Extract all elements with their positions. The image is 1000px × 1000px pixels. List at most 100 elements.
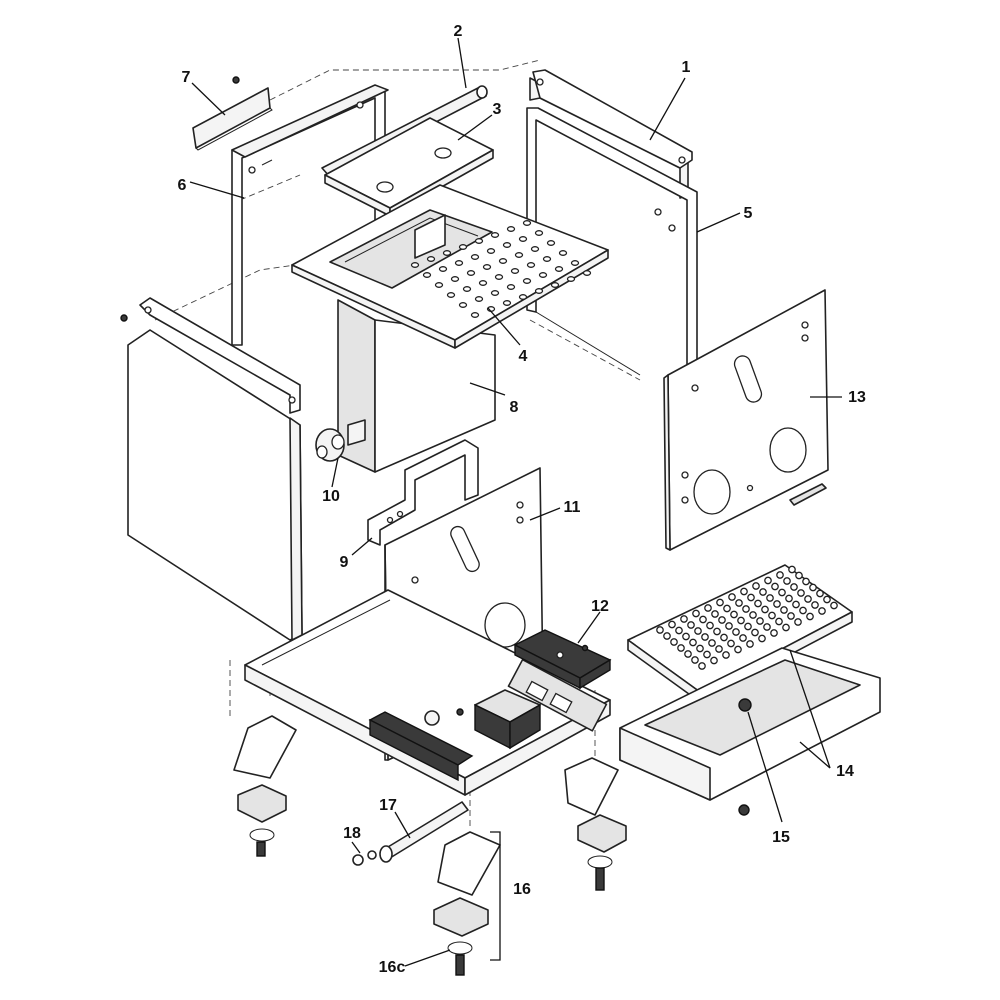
plate-hole bbox=[470, 312, 480, 318]
callout-11: 11 bbox=[564, 499, 581, 516]
grid-hole bbox=[727, 639, 735, 648]
plate-hole bbox=[558, 250, 568, 256]
grid-hole bbox=[698, 662, 706, 670]
grid-hole bbox=[696, 644, 704, 653]
plate-hole bbox=[466, 270, 476, 276]
grid-hole bbox=[703, 650, 711, 659]
grid-hole bbox=[806, 612, 814, 621]
grid-hole bbox=[691, 656, 699, 664]
plate-hole bbox=[454, 260, 464, 266]
grid-hole bbox=[734, 645, 742, 654]
plate-hole bbox=[566, 276, 576, 282]
grid-holes bbox=[656, 565, 838, 670]
plate-holes bbox=[410, 220, 592, 318]
plate-hole bbox=[434, 282, 444, 288]
left-top-rail bbox=[120, 297, 301, 414]
grid-hole bbox=[804, 595, 812, 603]
grid-hole bbox=[718, 616, 726, 624]
grid-hole bbox=[763, 623, 771, 631]
grid-hole bbox=[747, 593, 755, 602]
grid-hole bbox=[783, 577, 791, 585]
plate-hole bbox=[458, 302, 468, 308]
grid-hole bbox=[795, 571, 803, 580]
grid-hole bbox=[682, 632, 690, 641]
grid-hole bbox=[799, 606, 807, 615]
plate-hole bbox=[534, 230, 544, 236]
grid-hole bbox=[788, 565, 796, 574]
grid-hole bbox=[684, 650, 692, 658]
grid-hole bbox=[732, 628, 740, 636]
plate-hole bbox=[582, 270, 592, 276]
grid-hole bbox=[744, 622, 752, 631]
plate-hole bbox=[478, 280, 488, 286]
grid-hole bbox=[706, 621, 714, 630]
grid-hole bbox=[670, 638, 678, 646]
grid-hole bbox=[809, 583, 817, 592]
callout-16c: 16c bbox=[379, 959, 406, 976]
right-side-panel bbox=[663, 289, 829, 551]
grid-hole bbox=[816, 589, 824, 598]
plate-hole bbox=[442, 250, 452, 256]
grid-hole bbox=[656, 626, 664, 634]
grid-hole bbox=[785, 594, 793, 603]
grid-hole bbox=[713, 627, 721, 636]
plate-hole bbox=[506, 226, 516, 232]
grid-hole bbox=[737, 616, 745, 625]
plate-hole bbox=[522, 220, 532, 226]
grid-hole bbox=[730, 610, 738, 619]
plate-hole bbox=[546, 240, 556, 246]
grid-hole bbox=[716, 598, 724, 607]
plate-hole bbox=[438, 266, 448, 272]
plate-hole bbox=[570, 260, 580, 266]
right-frame bbox=[526, 107, 698, 381]
callout-9: 9 bbox=[340, 554, 349, 571]
plate-hole bbox=[518, 294, 528, 300]
plate-hole bbox=[530, 246, 540, 252]
plate-hole bbox=[470, 254, 480, 260]
grid-hole bbox=[663, 632, 671, 640]
callout-17: 17 bbox=[379, 797, 397, 814]
grid-hole bbox=[797, 589, 805, 597]
component-box bbox=[424, 689, 541, 750]
grid-hole bbox=[823, 595, 831, 604]
plate-hole bbox=[498, 258, 508, 264]
grid-hole bbox=[790, 583, 798, 591]
grid-hole bbox=[675, 626, 683, 635]
grid-hole bbox=[687, 621, 695, 629]
grid-hole bbox=[761, 605, 769, 614]
grid-hole bbox=[818, 607, 826, 615]
mounting-bracket bbox=[367, 439, 479, 546]
support-block-right bbox=[513, 629, 612, 690]
grid-hole bbox=[766, 594, 774, 602]
plate-hole bbox=[462, 286, 472, 292]
grid-hole bbox=[715, 645, 723, 653]
plate-hole bbox=[526, 262, 536, 268]
grid-hole bbox=[711, 610, 719, 618]
callout-4: 4 bbox=[519, 348, 528, 365]
grid-hole bbox=[746, 640, 754, 648]
grid-hole bbox=[780, 606, 788, 614]
grid-hole bbox=[751, 628, 759, 637]
grid-hole bbox=[708, 639, 716, 647]
leader-lines bbox=[189, 37, 842, 967]
washers bbox=[352, 850, 377, 866]
plate-hole bbox=[474, 238, 484, 244]
grid-hole bbox=[735, 599, 743, 607]
plate-hole bbox=[490, 232, 500, 238]
support-block-left bbox=[368, 711, 474, 782]
plate-hole bbox=[486, 248, 496, 254]
plate-hole bbox=[494, 274, 504, 280]
callout-12: 12 bbox=[591, 598, 609, 615]
left-frame bbox=[231, 84, 389, 346]
grid-hole bbox=[723, 604, 731, 613]
grid-hole bbox=[770, 629, 778, 637]
foot-right bbox=[564, 757, 627, 891]
plate-hole bbox=[422, 272, 432, 278]
grid-hole bbox=[699, 615, 707, 624]
drip-tray bbox=[619, 647, 881, 816]
tank-box bbox=[337, 299, 496, 473]
callout-16-bracket bbox=[490, 831, 501, 961]
plate-hole bbox=[502, 300, 512, 306]
callout-7: 7 bbox=[182, 69, 191, 86]
